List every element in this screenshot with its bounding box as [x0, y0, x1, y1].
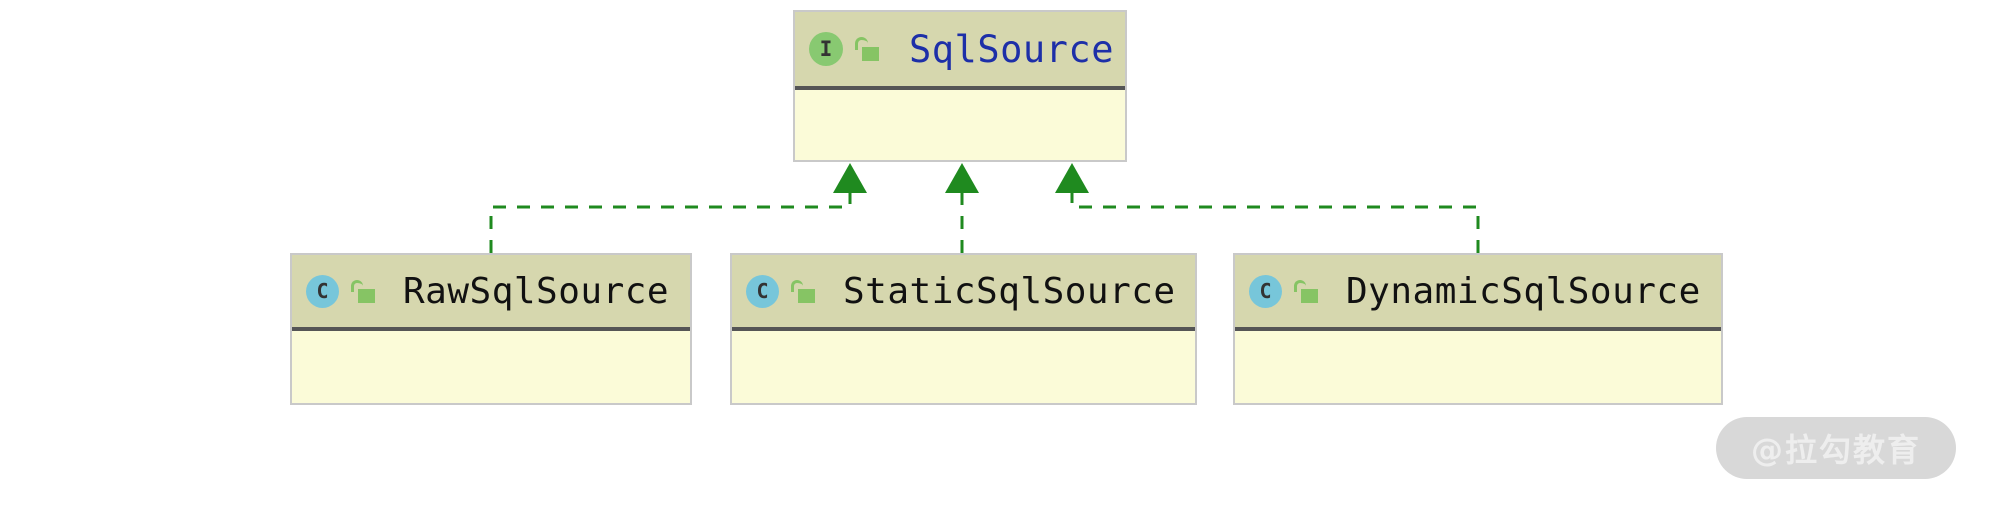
- unlocked-padlock-icon: [790, 278, 817, 305]
- uml-node-title: DynamicSqlSource: [1346, 270, 1701, 312]
- uml-node-sql-source[interactable]: I SqlSource: [793, 10, 1127, 162]
- uml-node-header: C RawSqlSource: [292, 255, 690, 331]
- watermark-text: @拉勾教育: [1750, 431, 1921, 469]
- uml-node-raw-sql-source[interactable]: C RawSqlSource: [290, 253, 692, 405]
- uml-node-header: C DynamicSqlSource: [1235, 255, 1721, 331]
- arrowhead-dynamic-sql-source: [1055, 163, 1089, 193]
- uml-node-header: C StaticSqlSource: [732, 255, 1195, 331]
- uml-node-members: [732, 331, 1195, 403]
- unlocked-padlock-icon: [350, 278, 377, 305]
- arrowhead-raw-sql-source: [833, 163, 867, 193]
- interface-stereotype-icon: I: [809, 32, 843, 66]
- watermark-badge: @拉勾教育: [1716, 417, 1956, 479]
- uml-node-title: StaticSqlSource: [843, 270, 1176, 312]
- class-stereotype-icon: C: [306, 274, 339, 308]
- uml-node-members: [795, 90, 1125, 160]
- uml-node-static-sql-source[interactable]: C StaticSqlSource: [730, 253, 1197, 405]
- uml-node-members: [1235, 331, 1721, 403]
- uml-node-title: SqlSource: [909, 27, 1114, 71]
- arrowhead-static-sql-source: [945, 163, 979, 193]
- uml-node-dynamic-sql-source[interactable]: C DynamicSqlSource: [1233, 253, 1723, 405]
- unlocked-padlock-icon: [854, 35, 882, 63]
- class-stereotype-icon: C: [1249, 274, 1282, 308]
- connector-dynamic-sql-source-realizes-sql-source: [1070, 190, 1480, 253]
- uml-node-members: [292, 331, 690, 403]
- uml-node-title: RawSqlSource: [403, 270, 670, 312]
- uml-node-header: I SqlSource: [795, 12, 1125, 90]
- connector-raw-sql-source-realizes-sql-source: [489, 190, 852, 253]
- class-stereotype-icon: C: [746, 274, 779, 308]
- unlocked-padlock-icon: [1293, 278, 1320, 305]
